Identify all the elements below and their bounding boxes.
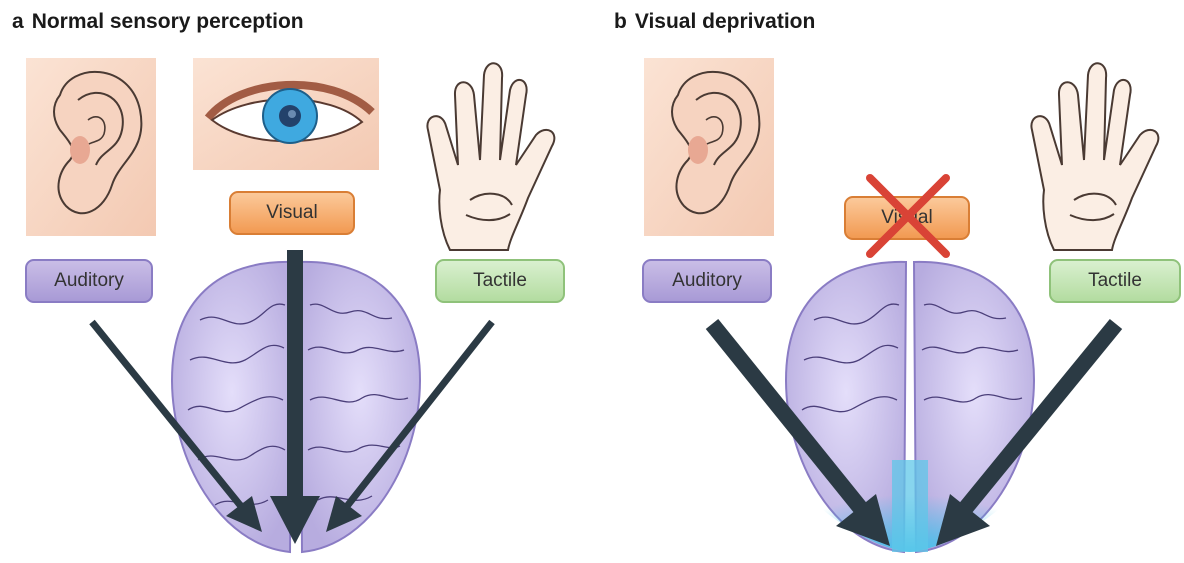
ear-icon [26,58,156,236]
auditory-label: Auditory [25,259,153,303]
visual-label: Visual [229,191,355,235]
eye-icon [193,58,379,170]
cross-out-mark-icon [862,170,954,262]
auditory-label: Auditory [642,259,772,303]
hand-icon [1031,63,1158,250]
hand-icon [427,63,554,250]
ear-icon [644,58,774,236]
tactile-label: Tactile [435,259,565,303]
tactile-label: Tactile [1049,259,1181,303]
